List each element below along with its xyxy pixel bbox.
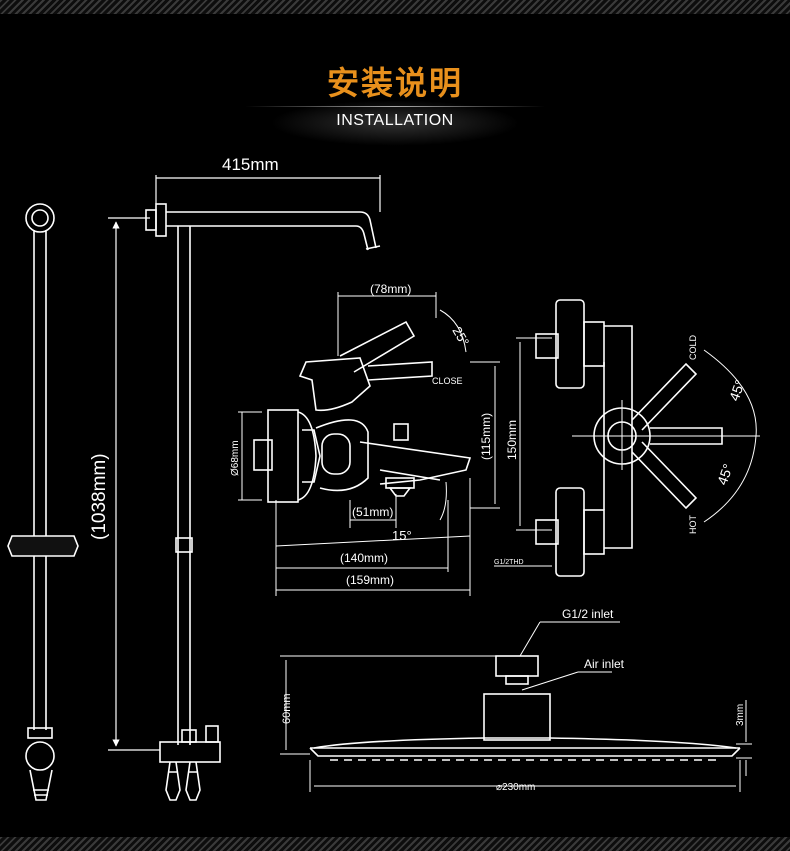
mixer-close-label: CLOSE xyxy=(432,376,463,386)
mixer-front-dimensions xyxy=(494,337,760,567)
dimension-415-label: 415mm xyxy=(222,155,279,174)
title-english: INSTALLATION xyxy=(336,112,454,129)
mixer-diameter-label: Ø68mm xyxy=(230,440,241,476)
shower-head-diameter-label: ⌀230mm xyxy=(496,782,535,793)
mixer-angle-15-label: 15° xyxy=(392,528,412,543)
mixer-height-150-label: 150mm xyxy=(505,420,519,460)
shower-column-side-view xyxy=(7,203,79,801)
mixer-angle-25-label: 25° xyxy=(449,324,472,349)
shower-column-front-view xyxy=(145,203,381,801)
shower-head-air-inlet-label: Air inlet xyxy=(584,657,625,671)
mixer-cold-label: COLD xyxy=(688,334,698,360)
title-chinese: 安装说明 xyxy=(326,64,463,102)
mixer-spout-51-label: (51mm) xyxy=(352,505,393,519)
top-stripe-border xyxy=(0,0,790,14)
shower-head-side-view xyxy=(309,655,741,761)
dimension-1038-label: (1038mm) xyxy=(89,453,110,540)
shower-head-thickness-label: 3mm xyxy=(735,704,746,726)
mixer-dim-140-label: (140mm) xyxy=(340,551,388,565)
mixer-height-115-label: (115mm) xyxy=(479,413,493,460)
shower-head-inlet-label: G1/2 inlet xyxy=(562,607,614,621)
bottom-stripe-border xyxy=(0,837,790,851)
shower-head-height-label: 60mm xyxy=(281,693,293,724)
mixer-hot-label: HOT xyxy=(688,515,698,535)
dimension-1038 xyxy=(108,217,160,751)
mixer-angle-hot-label: 45° xyxy=(714,462,736,487)
mixer-side-dimensions xyxy=(238,292,500,596)
mixer-angle-cold-label: 45° xyxy=(726,378,748,403)
dimension-415 xyxy=(155,175,381,212)
shower-head-dimensions xyxy=(280,621,752,792)
mixer-dim-159-label: (159mm) xyxy=(346,573,394,587)
mixer-top-dim-label: (78mm) xyxy=(370,282,411,296)
mixer-thread-label: G1/2THD xyxy=(494,559,524,566)
title-glow xyxy=(270,100,520,146)
title-divider xyxy=(245,106,545,107)
mixer-side-view xyxy=(253,320,472,503)
